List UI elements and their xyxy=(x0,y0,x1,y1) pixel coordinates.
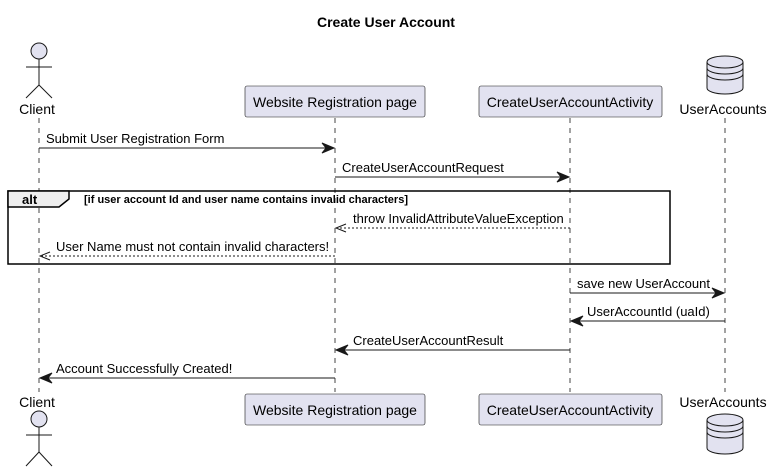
participant-activity-label: CreateUserAccountActivity xyxy=(487,94,654,110)
arrowhead xyxy=(334,223,347,233)
database-ring xyxy=(706,431,744,439)
alt-fragment: alt [if user account Id and user name co… xyxy=(7,190,671,265)
message-label: CreateUserAccountResult xyxy=(353,333,504,348)
participant-website-top: Website Registration page xyxy=(244,85,426,118)
participant-activity-bottom: CreateUserAccountActivity xyxy=(478,393,663,426)
alt-tab xyxy=(7,190,70,208)
message-create-result: CreateUserAccountResult xyxy=(334,333,570,356)
message-user-account-id: UserAccountId (uaId) xyxy=(569,304,725,327)
actor-leg-right xyxy=(38,451,53,467)
participant-useraccounts-label: UserAccounts xyxy=(679,394,766,410)
participant-box xyxy=(478,85,663,118)
database-ring xyxy=(706,425,744,433)
arrowhead xyxy=(556,171,571,183)
message-label: UserAccountId (uaId) xyxy=(587,304,710,319)
message-label: throw InvalidAttributeValueException xyxy=(353,211,564,226)
database-ring xyxy=(706,67,744,75)
actor-head xyxy=(30,410,48,428)
database-useraccounts-bottom: UserAccounts xyxy=(679,394,767,455)
database-body xyxy=(706,62,744,95)
participant-client-label: Client xyxy=(19,394,55,410)
message-account-created: Account Successfully Created! xyxy=(38,361,335,384)
alt-keyword: alt xyxy=(22,192,38,207)
database-ring xyxy=(706,73,744,81)
diagram-title: Create User Account xyxy=(317,14,455,30)
arrowhead xyxy=(38,372,53,384)
participant-box xyxy=(244,393,426,426)
message-save-account: save new UserAccount xyxy=(570,276,726,299)
alt-condition: [if user account Id and user name contai… xyxy=(84,194,408,206)
arrowhead xyxy=(711,287,726,299)
message-submit-form: Submit User Registration Form xyxy=(39,131,336,154)
participant-website-label: Website Registration page xyxy=(253,94,417,110)
database-body xyxy=(706,420,744,455)
message-label: Submit User Registration Form xyxy=(46,131,224,146)
arrowhead xyxy=(321,142,336,154)
participant-website-label: Website Registration page xyxy=(253,402,417,418)
participant-website-bottom: Website Registration page xyxy=(244,393,426,426)
participant-useraccounts-label: UserAccounts xyxy=(679,101,766,117)
arrowhead xyxy=(38,251,51,261)
message-throw-exception: throw InvalidAttributeValueException xyxy=(334,211,570,233)
actor-client-top: Client xyxy=(19,42,55,117)
message-label: save new UserAccount xyxy=(577,276,710,291)
message-label: Account Successfully Created! xyxy=(56,361,232,376)
database-top-ellipse xyxy=(706,55,744,69)
arrowhead xyxy=(334,344,349,356)
database-top-ellipse xyxy=(706,413,744,427)
message-invalid-characters: User Name must not contain invalid chara… xyxy=(38,239,335,261)
message-label: CreateUserAccountRequest xyxy=(342,160,504,175)
participant-activity-label: CreateUserAccountActivity xyxy=(487,402,654,418)
participant-box xyxy=(244,85,426,118)
actor-leg-right xyxy=(38,84,53,99)
actor-leg-left xyxy=(25,451,40,467)
actor-leg-left xyxy=(25,84,40,99)
actor-client-bottom: Client xyxy=(19,394,55,467)
participant-activity-top: CreateUserAccountActivity xyxy=(478,85,663,118)
actor-head xyxy=(30,42,48,60)
participant-box xyxy=(478,393,663,426)
arrowhead xyxy=(569,315,584,327)
alt-frame xyxy=(7,190,671,265)
message-label: User Name must not contain invalid chara… xyxy=(56,239,329,254)
participant-client-label: Client xyxy=(19,101,55,117)
message-create-request: CreateUserAccountRequest xyxy=(335,160,571,183)
database-useraccounts-top: UserAccounts xyxy=(679,55,767,117)
